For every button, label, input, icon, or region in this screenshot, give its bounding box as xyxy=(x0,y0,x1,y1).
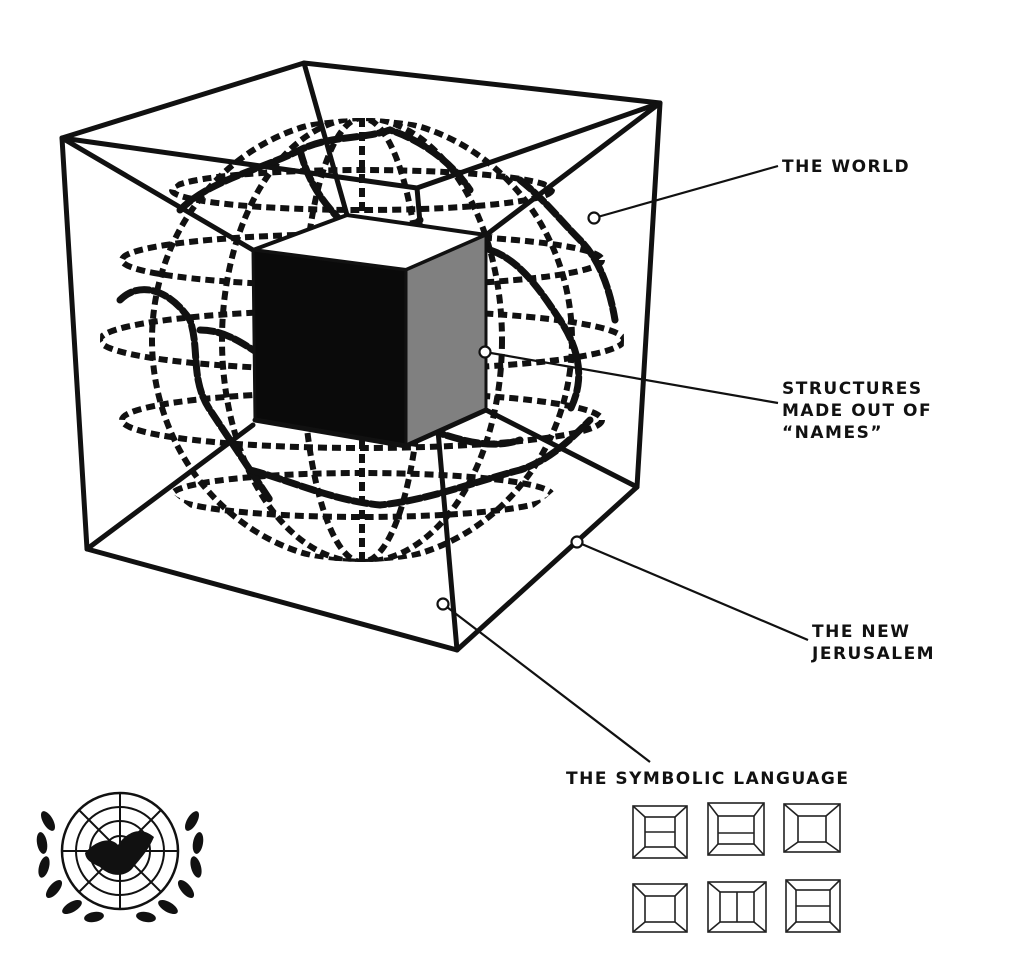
jerusalem-anchor-dot xyxy=(570,535,584,549)
tesseract-glyph-icon xyxy=(632,883,688,933)
un-emblem-icon xyxy=(36,791,204,923)
symbolic-anchor-dot xyxy=(436,597,450,611)
labels: THE WORLD STRUCTURES MADE OUT OF “NAMES”… xyxy=(566,157,935,789)
label-structures-3: “NAMES” xyxy=(782,423,883,443)
label-structures-2: MADE OUT OF xyxy=(782,401,932,421)
tesseract-glyph-icon xyxy=(632,805,688,859)
leader-lines xyxy=(436,164,809,763)
label-the-world: THE WORLD xyxy=(782,157,910,177)
label-symbolic-language: THE SYMBOLIC LANGUAGE xyxy=(566,769,849,789)
label-new-jerusalem-1: THE NEW xyxy=(812,622,910,642)
tesseract-glyph-icon xyxy=(785,879,841,933)
label-structures-1: STRUCTURES xyxy=(782,379,923,399)
tesseract-glyph-icon xyxy=(707,881,767,933)
label-new-jerusalem-2: JERUSALEM xyxy=(811,644,935,664)
tesseract-glyph-icon xyxy=(783,803,841,853)
symbolic-glyphs xyxy=(632,802,841,933)
tesseract-glyph-icon xyxy=(707,802,765,856)
inner-cube xyxy=(251,212,494,449)
world-anchor-dot xyxy=(587,211,601,225)
structures-anchor-dot xyxy=(478,345,492,359)
